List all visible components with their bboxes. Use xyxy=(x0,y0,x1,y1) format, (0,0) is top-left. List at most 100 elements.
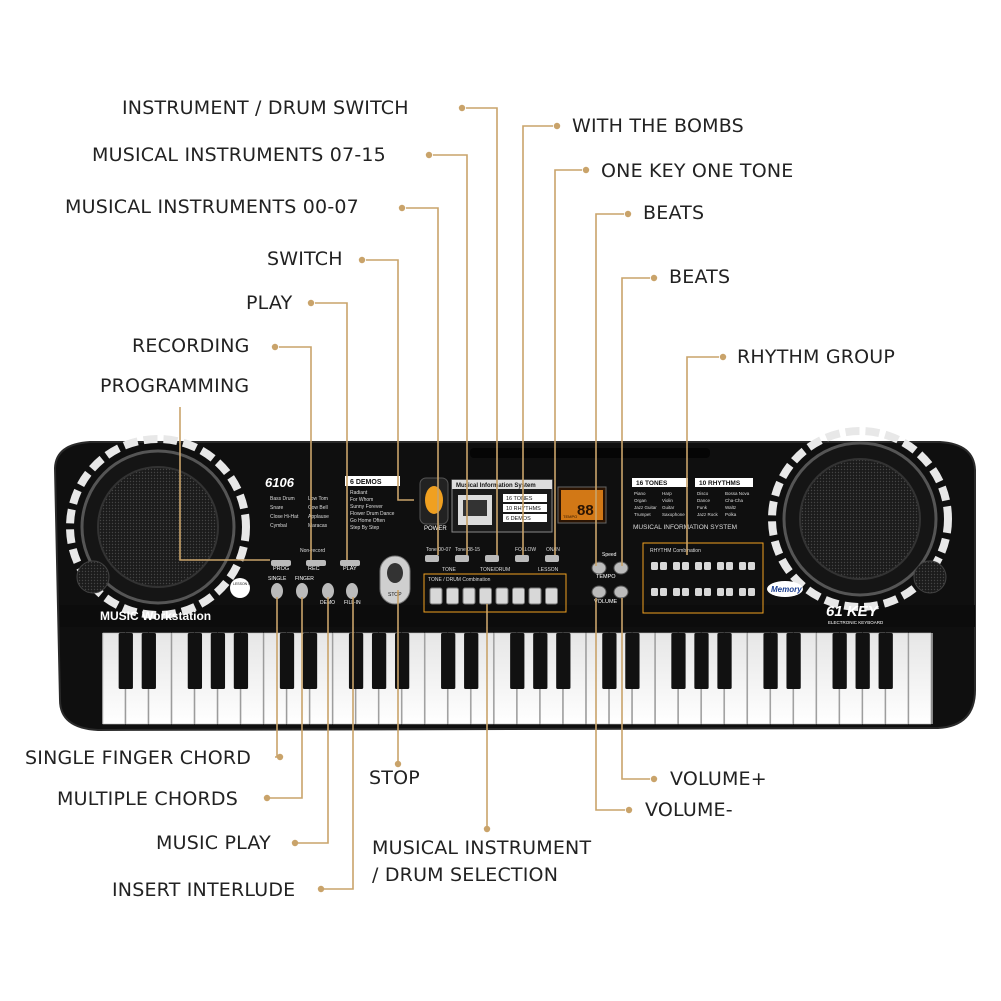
black-key[interactable] xyxy=(556,633,571,689)
black-key[interactable] xyxy=(694,633,709,689)
power-label: POWER xyxy=(424,526,447,532)
tempo-volume-button[interactable] xyxy=(591,585,607,599)
tone-list-item: Trumpet xyxy=(634,512,651,517)
black-key[interactable] xyxy=(671,633,686,689)
black-key[interactable] xyxy=(371,633,387,689)
rhythm-select-button[interactable] xyxy=(726,562,733,570)
leader-line xyxy=(595,213,624,566)
info-list-badge xyxy=(503,514,547,522)
tone-list-item: Organ xyxy=(634,498,647,503)
info-list-item: 16 TONES xyxy=(506,496,533,502)
demos-badge xyxy=(345,476,400,486)
rhythm-select-button[interactable] xyxy=(682,562,689,570)
tone-drum-select-button[interactable] xyxy=(545,587,558,605)
tone-drum-select-button[interactable] xyxy=(429,587,443,605)
tempo-volume-button[interactable] xyxy=(613,561,629,575)
black-key[interactable] xyxy=(348,633,364,689)
drum-list-item: Close Hi-Hat xyxy=(270,514,299,520)
rhythm-select-button[interactable] xyxy=(660,588,667,596)
tone-drum-select-button[interactable] xyxy=(479,587,492,605)
rhythm-select-button[interactable] xyxy=(717,588,724,596)
black-key[interactable] xyxy=(878,633,893,689)
record-control-button[interactable] xyxy=(271,560,291,566)
tempo-volume-button[interactable] xyxy=(591,561,607,575)
drum-list-item: Bass Drum xyxy=(270,496,295,502)
tempo-volume-button[interactable] xyxy=(613,585,629,599)
rhythm-select-button[interactable] xyxy=(739,588,746,596)
rhythm-list-item: Waltz xyxy=(725,505,737,510)
chord-button[interactable] xyxy=(296,583,308,599)
black-key[interactable] xyxy=(786,633,801,689)
black-key[interactable] xyxy=(233,633,249,689)
record-control-button[interactable] xyxy=(306,560,326,566)
function-button[interactable] xyxy=(515,555,529,562)
black-key[interactable] xyxy=(855,633,870,689)
black-key[interactable] xyxy=(441,633,456,689)
info-list-item: 6 DEMOS xyxy=(506,516,531,522)
rhythm-select-button[interactable] xyxy=(726,588,733,596)
black-key[interactable] xyxy=(763,633,778,689)
prog-label: PROG xyxy=(273,566,289,572)
tone-list-item: Violin xyxy=(662,498,673,503)
tone-drum-select-button[interactable] xyxy=(462,587,476,605)
rhythm-select-button[interactable] xyxy=(660,562,667,570)
black-key[interactable] xyxy=(625,633,640,689)
rhythm-select-button[interactable] xyxy=(695,588,702,596)
black-key[interactable] xyxy=(510,633,525,689)
black-key[interactable] xyxy=(118,633,133,689)
rhythm-select-button[interactable] xyxy=(748,562,755,570)
rhythm-select-button[interactable] xyxy=(717,562,724,570)
rhythm-list-item: Cha-Cha xyxy=(725,498,744,503)
black-key[interactable] xyxy=(302,633,318,689)
rhythm-select-button[interactable] xyxy=(651,588,658,596)
black-key[interactable] xyxy=(210,633,226,689)
rhythm-select-button[interactable] xyxy=(748,588,755,596)
stop-button[interactable]: STOP xyxy=(379,555,411,605)
record-control-button[interactable] xyxy=(340,560,360,566)
white-key[interactable] xyxy=(908,632,932,725)
callout-play: PLAY xyxy=(246,292,293,314)
black-key[interactable] xyxy=(279,633,295,689)
black-key[interactable] xyxy=(394,633,410,689)
black-key[interactable] xyxy=(717,633,732,689)
tone-drum-select-button[interactable] xyxy=(495,587,509,605)
black-key[interactable] xyxy=(832,633,847,689)
tone-drum-select-button[interactable] xyxy=(446,587,459,605)
black-key[interactable] xyxy=(464,633,479,689)
rhythm-select-button[interactable] xyxy=(695,562,702,570)
right-speaker xyxy=(768,427,952,611)
leader-dot xyxy=(291,839,299,847)
rhythm-select-button[interactable] xyxy=(673,562,680,570)
rec-label: REC xyxy=(308,566,320,572)
rhythm-select-button[interactable] xyxy=(739,562,746,570)
chord-button[interactable] xyxy=(322,583,334,599)
power-switch[interactable]: POWER xyxy=(419,477,449,532)
rhythm-select-button[interactable] xyxy=(673,588,680,596)
black-key[interactable] xyxy=(187,633,203,689)
black-key[interactable] xyxy=(533,633,548,689)
leader-dot xyxy=(650,775,658,783)
rhythm-select-button[interactable] xyxy=(704,588,711,596)
rhythm-select-button[interactable] xyxy=(682,588,689,596)
function-button[interactable] xyxy=(485,555,499,562)
chord-button[interactable] xyxy=(346,583,358,599)
black-key[interactable] xyxy=(602,633,617,689)
rhythm-select-button[interactable] xyxy=(704,562,711,570)
function-button[interactable] xyxy=(455,555,469,562)
tone-drum-select-button[interactable] xyxy=(512,587,525,605)
display-digits: 88 xyxy=(577,502,594,519)
tone-drum-select-button[interactable] xyxy=(528,587,542,605)
black-key[interactable] xyxy=(141,633,156,689)
tone-list-item: Guitar xyxy=(662,505,675,510)
function-button[interactable] xyxy=(425,555,439,562)
callout-volume-minus: VOLUME- xyxy=(645,799,733,821)
rhythm-list-item: Disco xyxy=(697,491,709,496)
info-list-badge xyxy=(503,494,547,502)
chord-button[interactable] xyxy=(271,583,283,599)
rhythm-select-button[interactable] xyxy=(651,562,658,570)
function-button[interactable] xyxy=(545,555,559,562)
play-label: PLAY xyxy=(343,566,357,572)
